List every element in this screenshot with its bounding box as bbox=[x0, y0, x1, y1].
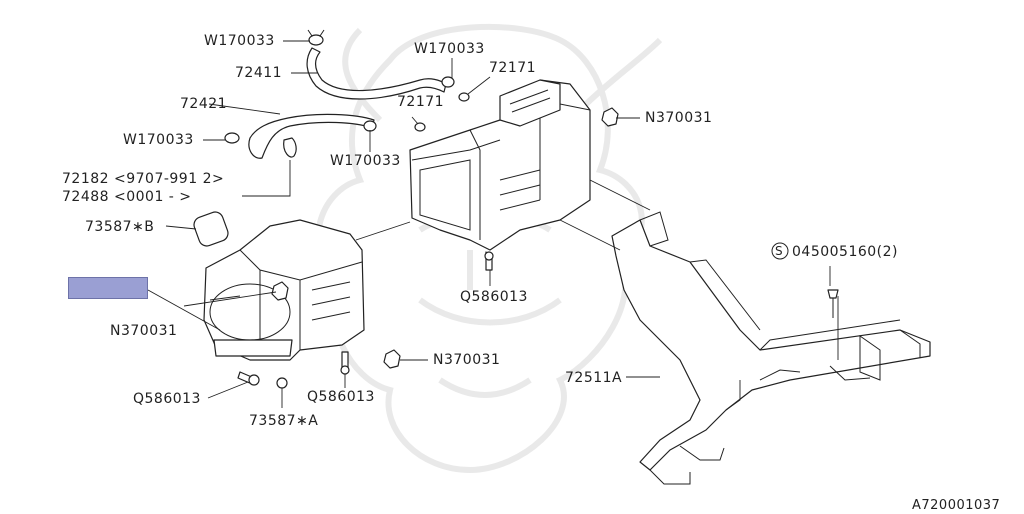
label-w170033-a[interactable]: W170033 bbox=[204, 33, 275, 49]
label-72421[interactable]: 72421 bbox=[180, 96, 228, 112]
screw-045005160 bbox=[827, 289, 839, 318]
label-q586013-c[interactable]: Q586013 bbox=[133, 391, 201, 407]
label-73587a[interactable]: 73587∗A bbox=[249, 413, 319, 429]
diagram-id: A720001037 bbox=[912, 498, 1001, 513]
leader-lines bbox=[147, 40, 839, 411]
clamp-w170033-b bbox=[441, 76, 455, 88]
label-72182[interactable]: 72182 <9707-991 2> bbox=[62, 171, 225, 187]
nut-n370031-b bbox=[271, 281, 289, 301]
label-72511a[interactable]: 72511A bbox=[565, 370, 623, 386]
bolt-q586013-b bbox=[340, 351, 350, 375]
label-72488[interactable]: 72488 <0001 - > bbox=[62, 189, 192, 205]
clamp-w170033-d bbox=[363, 120, 377, 132]
bolt-q586013-c bbox=[237, 371, 260, 386]
clamp-72171-a bbox=[458, 92, 470, 102]
label-n370031-a[interactable]: N370031 bbox=[645, 110, 713, 126]
label-n370031-b[interactable]: N370031 bbox=[110, 323, 178, 339]
clamp-72171-b bbox=[414, 122, 426, 132]
label-73587b[interactable]: 73587∗B bbox=[85, 219, 155, 235]
label-w170033-c[interactable]: W170033 bbox=[123, 132, 194, 148]
heater-unit bbox=[409, 79, 591, 251]
duct-72511a bbox=[611, 211, 931, 485]
bolt-q586013-a bbox=[484, 251, 494, 271]
label-w170033-b[interactable]: W170033 bbox=[414, 41, 485, 57]
clamp-w170033-c bbox=[224, 132, 240, 144]
label-s-symbol: S bbox=[775, 244, 784, 258]
nut-n370031-c bbox=[383, 349, 401, 369]
label-72171-b[interactable]: 72171 bbox=[397, 94, 445, 110]
s-symbol-circle bbox=[771, 242, 789, 260]
hose-72421 bbox=[248, 113, 375, 159]
seal-73587b bbox=[193, 211, 229, 247]
highlight-box[interactable] bbox=[68, 277, 148, 299]
label-q586013-a[interactable]: Q586013 bbox=[460, 289, 528, 305]
label-72411[interactable]: 72411 bbox=[235, 65, 283, 81]
label-72171-a[interactable]: 72171 bbox=[489, 60, 537, 76]
seal-73587a bbox=[276, 377, 288, 389]
label-w170033-d[interactable]: W170033 bbox=[330, 153, 401, 169]
clamp-w170033-a bbox=[307, 29, 325, 46]
label-q586013-b[interactable]: Q586013 bbox=[307, 389, 375, 405]
label-n370031-c[interactable]: N370031 bbox=[433, 352, 501, 368]
hose-72411 bbox=[306, 47, 447, 100]
nut-n370031-a bbox=[601, 107, 619, 127]
label-045005160[interactable]: 045005160(2) bbox=[792, 244, 898, 260]
